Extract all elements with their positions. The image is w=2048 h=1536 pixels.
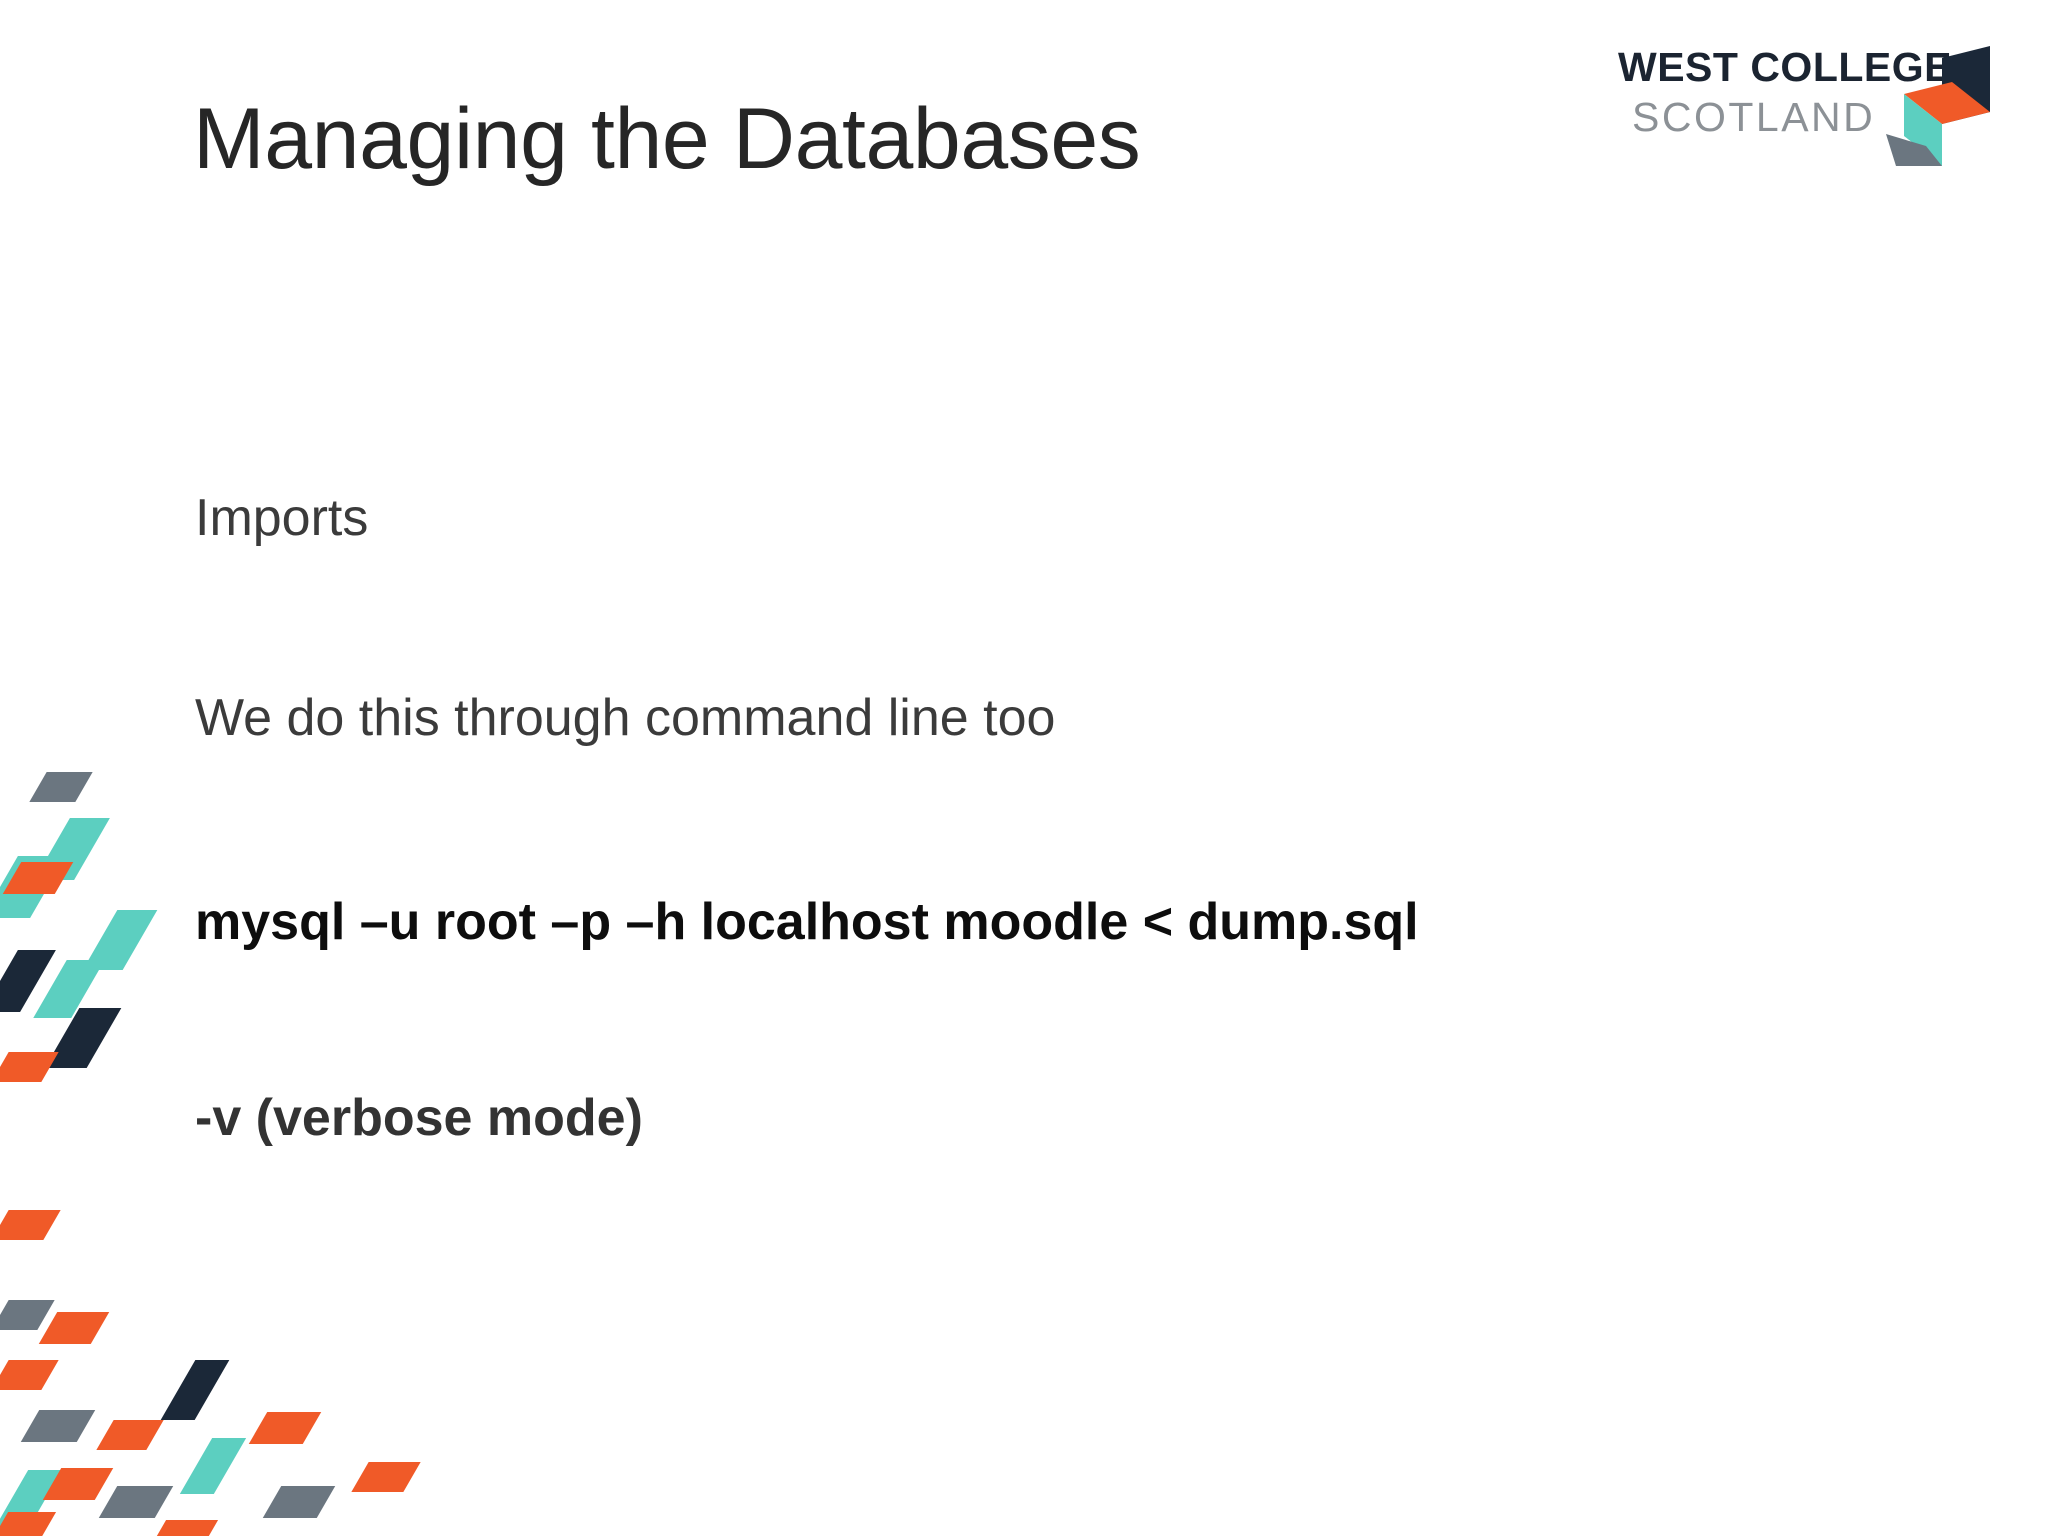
decor-parallelogram: [0, 1360, 59, 1390]
body-line-command-line-note: We do this through command line too: [195, 689, 1056, 747]
decor-parallelogram: [38, 1312, 110, 1344]
decor-parallelogram: [29, 772, 93, 802]
body-line-mysql-import-command: mysql –u root –p –h localhost moodle < d…: [195, 893, 1419, 951]
west-college-scotland-logo: WEST COLLEGE SCOTLAND: [1618, 38, 2018, 178]
decorative-parallelogram-pattern: [0, 0, 600, 1536]
isometric-cube-logo-mark: [1886, 46, 1990, 166]
decor-parallelogram: [20, 1410, 96, 1442]
decor-parallelogram: [248, 1412, 322, 1444]
logo-text-scotland: SCOTLAND: [1632, 94, 1876, 140]
decor-parallelogram: [0, 856, 66, 918]
body-line-verbose-flag: -v (verbose mode): [195, 1089, 643, 1147]
decor-parallelogram: [262, 1486, 336, 1518]
decor-parallelogram: [42, 1468, 114, 1500]
decor-parallelogram: [149, 1520, 219, 1536]
slide-title: Managing the Databases: [193, 91, 1141, 187]
decor-parallelogram: [160, 1360, 230, 1420]
body-line-imports: Imports: [195, 489, 369, 547]
logo-text-west-college: WEST COLLEGE: [1618, 44, 1952, 90]
decor-parallelogram: [2, 862, 74, 894]
decor-parallelogram: [351, 1462, 421, 1492]
decor-parallelogram: [0, 1470, 63, 1526]
decor-parallelogram: [44, 1008, 122, 1068]
decor-parallelogram: [96, 1420, 164, 1450]
decor-parallelogram: [0, 1512, 57, 1536]
decor-parallelogram: [0, 1210, 61, 1240]
decor-parallelogram: [179, 1438, 247, 1494]
decor-parallelogram: [0, 1052, 59, 1082]
decor-parallelogram: [0, 950, 56, 1012]
decor-parallelogram: [33, 960, 105, 1018]
decor-parallelogram: [82, 910, 158, 970]
decor-parallelogram: [34, 818, 110, 880]
decor-parallelogram: [0, 1300, 55, 1330]
decor-parallelogram: [98, 1486, 174, 1518]
